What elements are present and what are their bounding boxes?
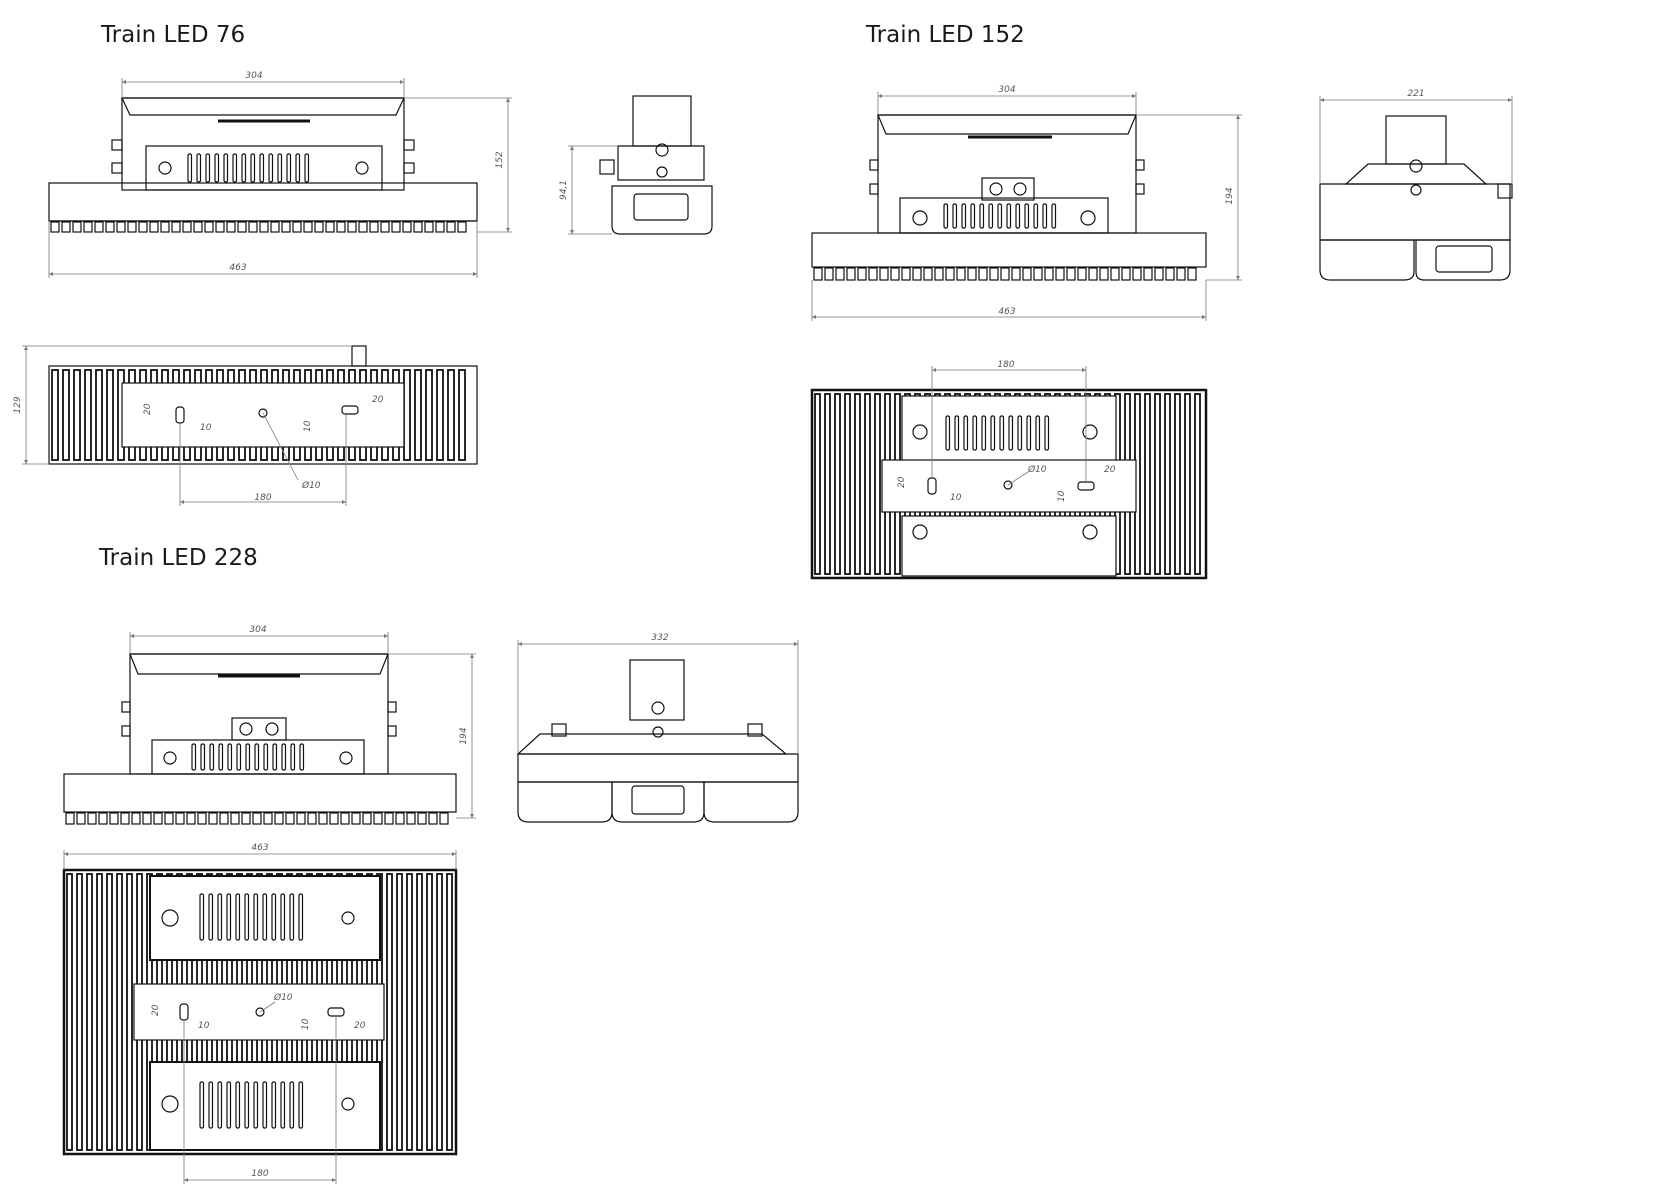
dim-led76-front-height: 152 <box>495 151 505 168</box>
dim-led76-hole-diameter: Ø10 <box>301 480 321 491</box>
dim-led76-top-height: 129 <box>13 396 23 413</box>
dim-led76-front-total: 463 <box>229 263 246 273</box>
dim-led228-slot-off: 10 <box>301 1018 311 1030</box>
led152-front-dims <box>811 92 1242 321</box>
dim-led152-side-width: 221 <box>1407 89 1424 99</box>
dim-led152-front-width: 304 <box>998 85 1015 95</box>
led152-side-dims <box>1319 96 1513 184</box>
led228-front-view <box>63 653 457 825</box>
dim-led228-slot-w: 10 <box>198 1021 210 1031</box>
led76-side-dims <box>568 145 618 235</box>
dim-led152-slot-h: 20 <box>897 476 907 488</box>
dim-led76-slot-w: 10 <box>200 423 212 433</box>
title-train-led-228: Train LED 228 <box>99 545 258 571</box>
dim-led228-slot-len: 20 <box>354 1021 366 1031</box>
dim-led76-slot-h: 20 <box>143 403 153 415</box>
led152-top-dims <box>931 366 1087 486</box>
dim-led228-top-width: 463 <box>251 843 268 853</box>
dim-led152-hole-diameter: Ø10 <box>1027 464 1047 475</box>
led152-front-view <box>811 114 1207 281</box>
dim-led76-slot-len: 20 <box>372 395 384 405</box>
led76-side-view <box>599 95 713 235</box>
title-train-led-152: Train LED 152 <box>866 22 1025 48</box>
dim-led228-front-width: 304 <box>249 625 266 635</box>
led76-front-dims <box>48 78 512 278</box>
dim-led228-hole-diameter: Ø10 <box>273 992 293 1003</box>
dim-led76-hole-spacing: 180 <box>254 493 271 503</box>
led228-side-dims <box>517 640 799 754</box>
dim-led152-slot-w: 10 <box>950 493 962 503</box>
led228-front-dims <box>129 632 476 819</box>
dim-led76-side-height: 94,1 <box>559 180 569 200</box>
led76-top-dims <box>22 345 352 506</box>
dim-led76-front-width: 304 <box>245 71 262 81</box>
dim-led228-front-height: 194 <box>459 727 469 744</box>
dim-led152-front-total: 463 <box>998 307 1015 317</box>
title-train-led-76: Train LED 76 <box>101 22 246 48</box>
led76-front-view <box>48 97 478 233</box>
led152-side-view <box>1319 115 1513 281</box>
dim-led228-hole-spacing: 180 <box>251 1169 268 1179</box>
dim-led228-side-width: 332 <box>651 633 668 643</box>
dim-led152-hole-spacing: 180 <box>997 360 1014 370</box>
dim-led152-front-height: 194 <box>1225 187 1235 204</box>
led76-top-view <box>48 345 478 465</box>
led228-top-view <box>62 868 458 1156</box>
dim-led76-slot-off: 10 <box>303 420 313 432</box>
dim-led152-slot-off: 10 <box>1057 490 1067 502</box>
dim-led152-slot-len: 20 <box>1104 465 1116 475</box>
led228-top-dims <box>63 850 457 1184</box>
dim-led228-slot-h: 20 <box>151 1004 161 1016</box>
led228-side-view <box>516 659 799 823</box>
led152-top-view <box>810 388 1208 580</box>
